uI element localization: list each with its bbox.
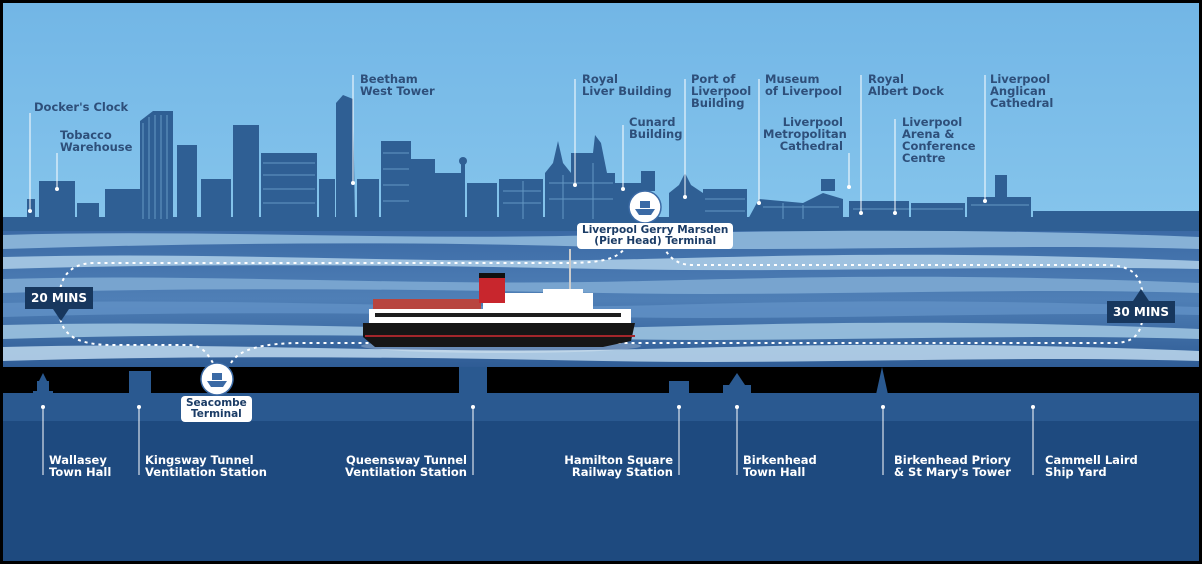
north-leader-lines bbox=[29, 75, 986, 213]
label-wallasey-town-hall: Wallasey Town Hall bbox=[49, 453, 112, 479]
label-liverpool-arena: Liverpool Arena & Conference Centre bbox=[902, 115, 976, 165]
right-duration-pointer bbox=[1133, 289, 1149, 301]
crane-icon bbox=[951, 393, 993, 409]
ferry-boat bbox=[361, 249, 641, 353]
label-dockers-clock: Docker's Clock bbox=[34, 100, 129, 114]
duration-30-mins: 30 MINS bbox=[1107, 301, 1175, 323]
label-cammell-laird: Cammell Laird Ship Yard bbox=[1045, 453, 1138, 479]
label-tobacco-warehouse: Tobacco Warehouse bbox=[60, 128, 133, 154]
ferry-route-diagram: Docker's Clock Tobacco Warehouse Beetham… bbox=[3, 3, 1199, 561]
label-anglican-cathedral: Liverpool Anglican Cathedral bbox=[990, 72, 1054, 110]
label-cunard-building: Cunard Building bbox=[629, 115, 683, 141]
south-bank bbox=[3, 421, 1199, 561]
left-duration-pointer bbox=[53, 309, 69, 321]
label-royal-albert-dock: Royal Albert Dock bbox=[868, 72, 944, 98]
label-birkenhead-priory: Birkenhead Priory & St Mary's Tower bbox=[894, 453, 1011, 479]
pier-head-terminal-marker bbox=[628, 190, 662, 224]
north-leader-dots bbox=[28, 181, 987, 215]
label-royal-liver-building: Royal Liver Building bbox=[582, 72, 672, 98]
south-leader-dots bbox=[41, 405, 1035, 409]
label-kingsway-tunnel: Kingsway Tunnel Ventilation Station bbox=[145, 453, 267, 479]
label-port-of-liverpool-building: Port of Liverpool Building bbox=[691, 72, 752, 110]
label-birkenhead-town-hall: Birkenhead Town Hall bbox=[743, 453, 817, 479]
label-beetham-west-tower: Beetham West Tower bbox=[360, 72, 435, 98]
south-leader-lines bbox=[42, 407, 1034, 475]
scene-graphic bbox=[3, 3, 1199, 561]
pier-head-terminal-label: Liverpool Gerry Marsden (Pier Head) Term… bbox=[577, 223, 734, 249]
label-queensway-tunnel: Queensway Tunnel Ventilation Station bbox=[345, 453, 467, 479]
skyline-window-lines bbox=[142, 115, 1029, 219]
liverpool-skyline bbox=[3, 95, 1199, 233]
label-hamilton-square: Hamilton Square Railway Station bbox=[564, 453, 673, 479]
label-metropolitan-cathedral: Liverpool Metropolitan Cathedral bbox=[763, 115, 847, 153]
duration-20-mins: 20 MINS bbox=[25, 287, 93, 309]
river-waves bbox=[3, 230, 1199, 362]
label-museum-of-liverpool: Museum of Liverpool bbox=[765, 72, 843, 98]
seacombe-terminal-marker bbox=[200, 362, 234, 396]
seacombe-terminal-label: Seacombe Terminal bbox=[181, 396, 252, 422]
